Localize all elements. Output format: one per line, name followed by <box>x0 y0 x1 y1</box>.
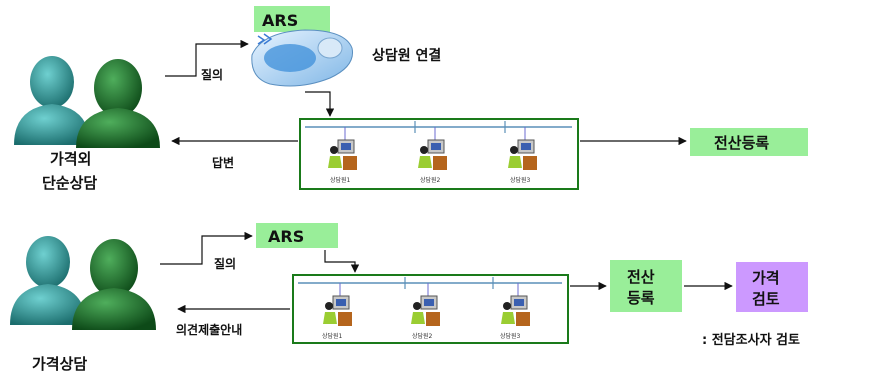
customer-label-top-line1: 가격외 <box>50 150 91 168</box>
register-box-bottom <box>610 260 682 312</box>
agent-label-bottom-3: 상담원3 <box>500 332 521 340</box>
agent-station-top-1 <box>328 127 357 170</box>
agent-station-top-2 <box>418 127 447 170</box>
agent-station-bottom-1 <box>323 283 352 326</box>
review-box <box>736 262 808 312</box>
register-label-bottom-line1: 전산 <box>627 268 655 286</box>
inquiry-label-top: 질의 <box>201 67 223 82</box>
review-label-line1: 가격 <box>752 269 780 287</box>
agent-panel-top <box>299 118 579 190</box>
agent-label-top-2: 상담원2 <box>420 176 441 184</box>
inquiry-label-bottom: 질의 <box>214 256 236 271</box>
ars-device-icon <box>251 29 354 87</box>
agent-station-bottom-3 <box>501 283 530 326</box>
customer-icon-bottom <box>10 236 156 330</box>
agent-label-top-1: 상담원1 <box>330 176 351 184</box>
connect-label: 상담원 연결 <box>372 47 441 64</box>
ars-label-top: ARS <box>262 11 298 30</box>
notice-label: 의견제출안내 <box>176 322 242 337</box>
register-label-top: 전산등록 <box>714 134 769 152</box>
ars-box-top <box>254 6 330 32</box>
ars-box-bottom <box>256 223 338 248</box>
customer-icon-top <box>14 56 160 148</box>
register-label-bottom-line2: 등록 <box>627 289 655 307</box>
register-box-top <box>690 128 808 156</box>
answer-label: 답변 <box>212 155 234 170</box>
customer-label-top-line2: 단순상담 <box>42 174 97 192</box>
agent-label-top-3: 상담원3 <box>510 176 531 184</box>
agent-station-bottom-2 <box>411 283 440 326</box>
agent-label-bottom-2: 상담원2 <box>412 332 433 340</box>
review-note: : 전담조사자 검토 <box>702 332 800 348</box>
review-label-line2: 검토 <box>752 290 780 308</box>
customer-label-bottom: 가격상담 <box>32 355 87 373</box>
agent-label-bottom-1: 상담원1 <box>322 332 343 340</box>
agent-station-top-3 <box>508 127 537 170</box>
ars-label-bottom: ARS <box>268 227 304 246</box>
